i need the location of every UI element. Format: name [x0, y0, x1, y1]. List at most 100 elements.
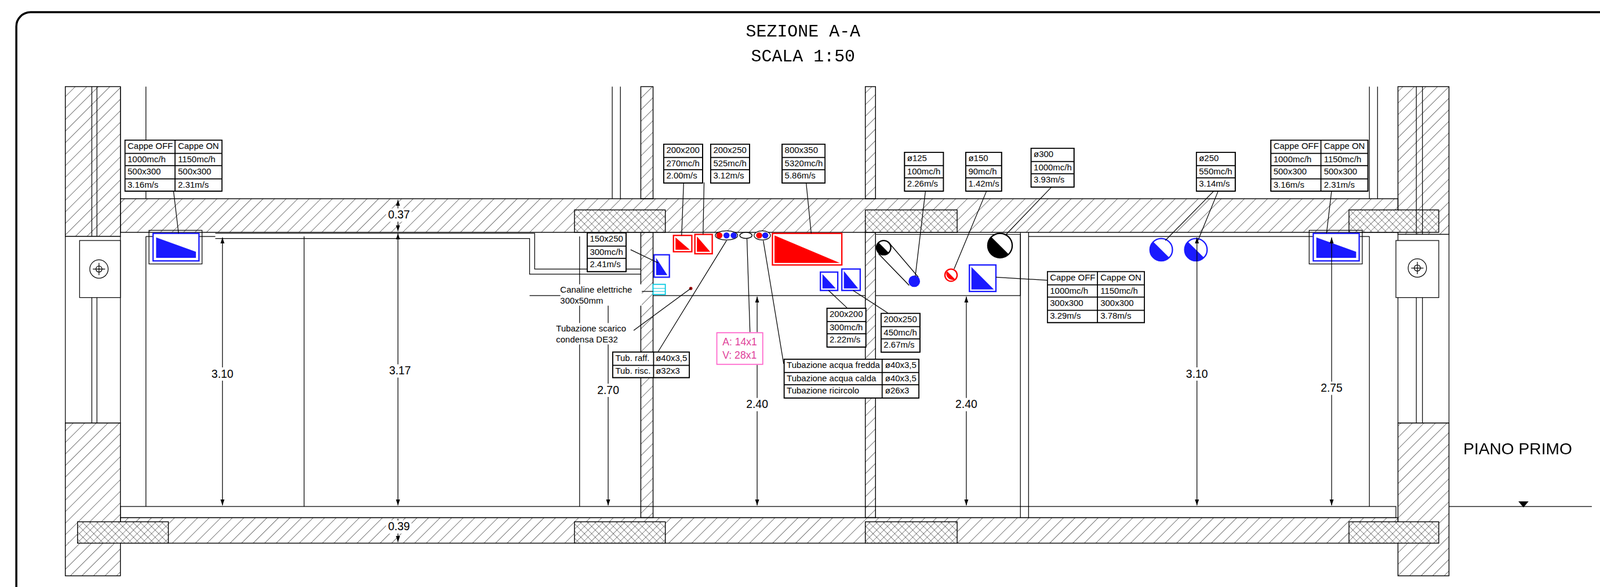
table-cell: A: 14x1	[722, 335, 758, 349]
table-cell: 200x200	[827, 308, 865, 321]
table-cell: 2.26m/s	[904, 178, 943, 191]
table-cell: ø26x3	[882, 385, 919, 398]
table-cell: 2.22m/s	[827, 334, 865, 347]
table-cell: 3.16m/s	[1271, 179, 1321, 191]
level-marker	[1518, 501, 1529, 508]
level-label: PIANO PRIMO	[1463, 439, 1573, 459]
scale-caption: SCALA 1:50	[0, 46, 1600, 68]
table-cell: 525mc/h	[711, 157, 749, 170]
table-cell: ø125	[904, 153, 943, 165]
table-cell: V: 28x1	[722, 348, 758, 362]
table-cell: 500x300	[1321, 166, 1367, 178]
table-cell: 1000mc/h	[125, 153, 176, 166]
table-cell: 500x300	[1271, 166, 1321, 178]
data-table: Tubazione acqua freddaø40x3,5Tubazione a…	[783, 358, 920, 399]
table-cell: 5320mc/h	[782, 157, 825, 170]
table-cell: Cappe ON	[175, 140, 221, 153]
dimension-label: 3.17	[387, 364, 414, 378]
data-table: 800x3505320mc/h5.86m/s	[781, 143, 826, 184]
table-cell: Tub. raff.	[613, 353, 653, 365]
table-cell: ø40x3,5	[882, 372, 919, 385]
drawing-title: SEZIONE A-A	[0, 22, 1600, 43]
dimension-label: 2.70	[595, 383, 622, 398]
table-cell: 300mc/h	[587, 246, 625, 258]
table-cell: Cappe OFF	[125, 140, 176, 153]
table-cell: 300mc/h	[827, 321, 865, 334]
annotation-box: A: 14x1V: 28x1	[716, 332, 764, 365]
data-table: Cappe OFFCappe ON1000mc/h1150mc/h300x300…	[1046, 271, 1145, 324]
table-cell: 300x300	[1098, 297, 1144, 310]
dimension-label: 0.39	[386, 520, 413, 534]
dimension-label: 2.75	[1318, 382, 1345, 396]
table-cell: Tubazione ricircolo	[784, 385, 883, 398]
table-cell: 300x300	[1048, 297, 1098, 310]
table-cell: Tub. risc.	[613, 365, 653, 377]
ducts	[148, 230, 1363, 295]
beams	[77, 209, 1439, 544]
table-cell: 550mc/h	[1197, 165, 1235, 178]
data-table: ø3001000mc/h3.93m/s	[1030, 147, 1075, 188]
table-cell: 3.14m/s	[1197, 178, 1235, 191]
building-lines	[65, 86, 1592, 518]
table-cell: 1150mc/h	[1321, 153, 1367, 166]
table-cell: 1000mc/h	[1031, 161, 1075, 174]
table-cell: 2.31m/s	[175, 179, 221, 191]
table-cell: Cappe OFF	[1271, 140, 1321, 153]
table-cell: 1150mc/h	[175, 153, 221, 166]
dimension-label: 2.40	[953, 398, 980, 412]
table-cell: 3.78m/s	[1098, 310, 1144, 323]
table-cell: 500x300	[125, 166, 176, 178]
table-cell: 1.42m/s	[966, 178, 1002, 191]
dimension-lines	[222, 200, 1332, 543]
data-table: ø125100mc/h2.26m/s	[904, 151, 944, 192]
table-cell: Tubazione acqua fredda	[784, 360, 883, 372]
table-cell: 3.93m/s	[1031, 174, 1075, 187]
data-table: 200x200270mc/h2.00m/s	[663, 143, 703, 184]
note-label: Tubazione scarico condensa DE32	[555, 323, 634, 345]
table-cell: 200x250	[711, 144, 749, 157]
table-cell: 90mc/h	[966, 165, 1002, 178]
table-cell: 1000mc/h	[1048, 285, 1098, 297]
table-cell: 3.16m/s	[125, 179, 176, 191]
table-cell: 2.67m/s	[881, 339, 919, 352]
data-table: Cappe OFFCappe ON1000mc/h1150mc/h500x300…	[1270, 139, 1368, 192]
data-table: ø15090mc/h1.42m/s	[965, 151, 1003, 192]
data-table: Tub. raff.ø40x3,5Tub. risc.ø32x3	[612, 351, 690, 379]
table-cell: 1150mc/h	[1098, 285, 1144, 297]
table-cell: ø40x3,5	[653, 353, 690, 365]
table-cell: 150x250	[587, 233, 625, 246]
hatched-structure	[65, 86, 1450, 576]
table-cell: 2.31m/s	[1321, 179, 1367, 191]
leader-lines	[173, 182, 1332, 365]
data-table: 200x250525mc/h3.12m/s	[710, 143, 750, 184]
table-cell: 5.86m/s	[782, 170, 825, 183]
sheet-frame	[16, 12, 1600, 587]
table-cell: 450mc/h	[881, 326, 919, 339]
table-cell: 100mc/h	[904, 165, 943, 178]
data-table: 200x250450mc/h2.67m/s	[880, 313, 920, 353]
table-cell: 200x250	[881, 314, 919, 326]
table-cell: Cappe ON	[1098, 272, 1144, 285]
table-cell: Tubazione acqua calda	[784, 372, 883, 385]
table-cell: 2.00m/s	[664, 170, 702, 183]
table-cell: 800x350	[782, 144, 825, 157]
data-table: 200x200300mc/h2.22m/s	[826, 307, 867, 348]
table-cell: 3.12m/s	[711, 170, 749, 183]
dimension-label: 0.37	[386, 208, 413, 223]
table-cell: ø40x3,5	[882, 360, 919, 372]
table-cell: ø150	[966, 153, 1002, 165]
data-table: 150x250300mc/h2.41m/s	[586, 232, 627, 272]
beams-hatch	[77, 209, 1439, 544]
dimension-label: 2.40	[744, 398, 771, 412]
table-cell: Cappe OFF	[1048, 272, 1098, 285]
dimension-label: 3.10	[209, 367, 236, 381]
data-table: ø250550mc/h3.14m/s	[1195, 151, 1236, 192]
table-cell: ø32x3	[653, 365, 690, 377]
table-cell: ø300	[1031, 148, 1075, 161]
table-cell: 3.29m/s	[1048, 310, 1098, 323]
table-cell: 270mc/h	[664, 157, 702, 170]
table-cell: ø250	[1197, 153, 1235, 165]
table-cell: 200x200	[664, 144, 702, 157]
